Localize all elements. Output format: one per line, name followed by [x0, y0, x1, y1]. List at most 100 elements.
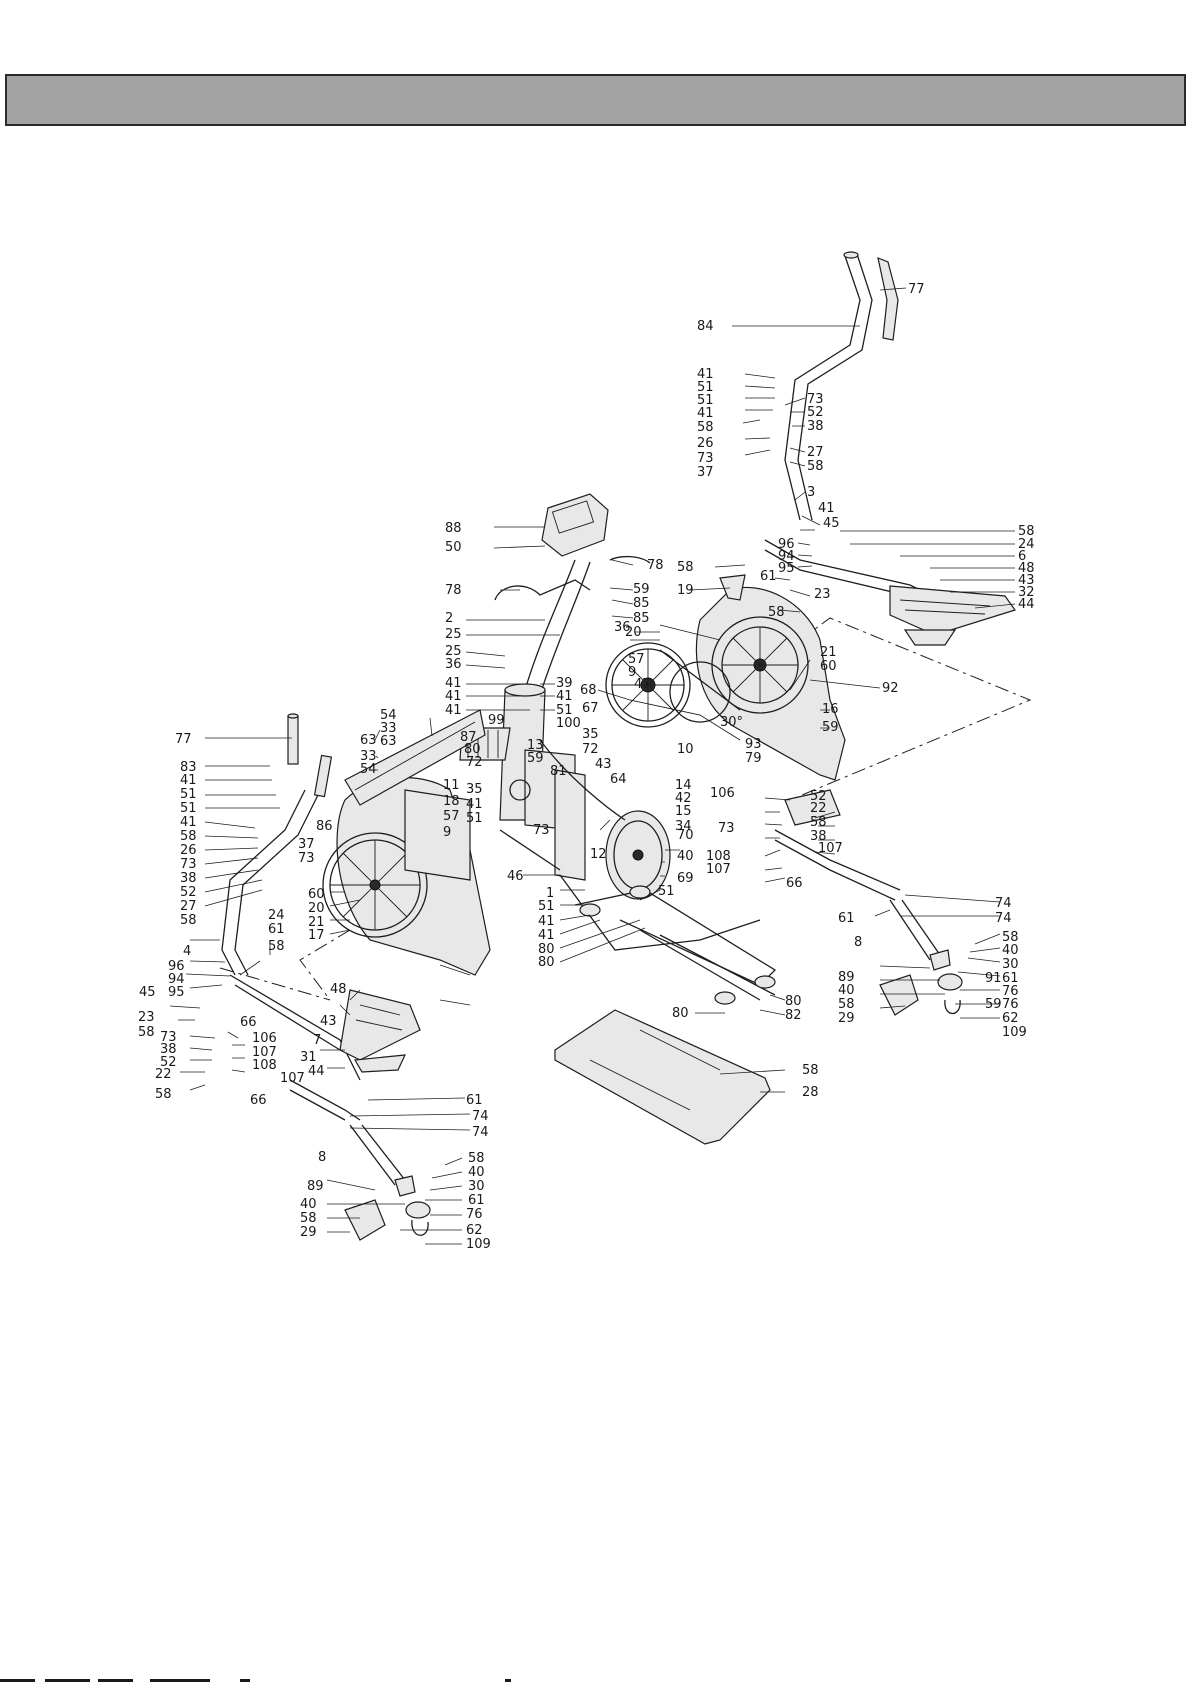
callout-c58e: 58 — [768, 605, 785, 620]
callout-c89a: 89 — [307, 1179, 324, 1194]
callout-c43c: 43 — [320, 1014, 337, 1029]
callout-c93: 93 — [745, 737, 762, 752]
callout-c14: 14 — [675, 778, 692, 793]
callout-c73g: 73 — [718, 821, 735, 836]
callout-c59b: 59 — [822, 720, 839, 735]
callout-c27a: 27 — [807, 445, 824, 460]
callout-c58m: 58 — [802, 1063, 819, 1078]
callout-c38d: 38 — [810, 829, 827, 844]
callout-c25a: 25 — [445, 627, 462, 642]
callout-c8b: 8 — [854, 935, 862, 950]
callout-c15: 15 — [675, 804, 692, 819]
callout-c39: 39 — [556, 676, 573, 691]
left-crank-link — [289, 1079, 431, 1241]
callout-c61f: 61 — [1002, 971, 1019, 986]
callout-c74d: 74 — [995, 911, 1012, 926]
callout-c72b: 72 — [582, 742, 599, 757]
bottom-page-marks — [0, 1679, 511, 1682]
callout-c41k: 41 — [538, 914, 555, 929]
title-bar — [5, 74, 1186, 126]
callout-c74c: 74 — [995, 896, 1012, 911]
callout-c84: 84 — [697, 319, 714, 334]
callout-c81: 81 — [550, 764, 567, 779]
callout-c108b: 108 — [706, 849, 731, 864]
callout-labels: 7784415151415826733773523827583414558246… — [138, 282, 1035, 1252]
callout-c17: 17 — [308, 928, 325, 943]
callout-c73d: 73 — [180, 857, 197, 872]
callout-c44b: 44 — [308, 1064, 325, 1079]
callout-c73a: 73 — [697, 451, 714, 466]
callout-c41c: 41 — [818, 501, 835, 516]
callout-c11: 11 — [443, 778, 460, 793]
callout-c106b: 106 — [710, 786, 735, 801]
callout-c94b: 94 — [168, 972, 185, 987]
callout-c76b: 76 — [1002, 984, 1019, 999]
callout-c87: 87 — [460, 730, 477, 745]
callout-c66b: 66 — [250, 1093, 267, 1108]
callout-c51d: 51 — [466, 811, 483, 826]
callout-c80a: 80 — [464, 742, 481, 757]
callout-c80b: 80 — [538, 942, 555, 957]
callout-c96a: 96 — [778, 537, 795, 552]
callout-c4: 4 — [183, 944, 191, 959]
callout-c60b: 60 — [308, 887, 325, 902]
callout-c70: 70 — [677, 828, 694, 843]
callout-c41a: 41 — [697, 367, 714, 382]
callout-c59d: 59 — [985, 997, 1002, 1012]
callout-c51a: 51 — [697, 380, 714, 395]
callout-c58d: 58 — [677, 560, 694, 575]
callout-c16: 16 — [822, 702, 839, 717]
callout-c63a: 63 — [360, 733, 377, 748]
callout-c38c: 38 — [160, 1042, 177, 1057]
callout-c36a: 36 — [614, 620, 631, 635]
callout-c33b: 33 — [360, 749, 377, 764]
callout-c45a: 45 — [823, 516, 840, 531]
callout-c33a: 33 — [380, 721, 397, 736]
callout-c20a: 20 — [625, 625, 642, 640]
callout-c89b: 89 — [838, 970, 855, 985]
callout-c40d: 40 — [1002, 943, 1019, 958]
callout-c51g: 51 — [538, 899, 555, 914]
left-foot-pedal — [339, 989, 421, 1073]
angle-label: 30° — [720, 715, 743, 730]
callout-c85a: 85 — [633, 596, 650, 611]
callout-c95a: 95 — [778, 561, 795, 576]
callout-c29b: 29 — [838, 1011, 855, 1026]
callout-c9b: 9 — [443, 825, 451, 840]
callout-c22b: 22 — [810, 801, 827, 816]
callout-c52a: 52 — [807, 405, 824, 420]
callout-c42: 42 — [675, 791, 692, 806]
callout-c35b: 35 — [466, 782, 483, 797]
callout-c37a: 37 — [697, 465, 714, 480]
callout-c58i: 58 — [138, 1025, 155, 1040]
callout-c66c: 66 — [786, 876, 803, 891]
callout-c59c: 59 — [527, 751, 544, 766]
callout-c41d: 41 — [445, 676, 462, 691]
callout-c80d: 80 — [785, 994, 802, 1009]
callout-c24a: 24 — [1018, 537, 1035, 552]
callout-c59a: 59 — [633, 582, 650, 597]
callout-c58l: 58 — [300, 1211, 317, 1226]
callout-c74b: 74 — [472, 1125, 489, 1140]
callout-c40e: 40 — [838, 983, 855, 998]
callout-c2: 2 — [445, 611, 453, 626]
callout-c96b: 96 — [168, 959, 185, 974]
callout-c26a: 26 — [697, 436, 714, 451]
callout-c51f: 51 — [180, 801, 197, 816]
right-side-cover — [695, 574, 846, 781]
callout-c19: 19 — [677, 583, 694, 598]
callout-c3: 3 — [807, 485, 815, 500]
callout-c22a: 22 — [155, 1067, 172, 1082]
callout-c58a: 58 — [697, 420, 714, 435]
callout-c25b: 25 — [445, 644, 462, 659]
left-side-cover — [322, 709, 491, 976]
callout-c41h: 41 — [466, 797, 483, 812]
callout-c29a: 29 — [300, 1225, 317, 1240]
left-handlebar — [221, 713, 361, 1081]
callout-c100: 100 — [556, 716, 581, 731]
callout-c47: 47 — [634, 677, 651, 692]
callout-c58j: 58 — [155, 1087, 172, 1102]
pulley-wheel — [597, 642, 741, 741]
callout-c58o: 58 — [1002, 930, 1019, 945]
